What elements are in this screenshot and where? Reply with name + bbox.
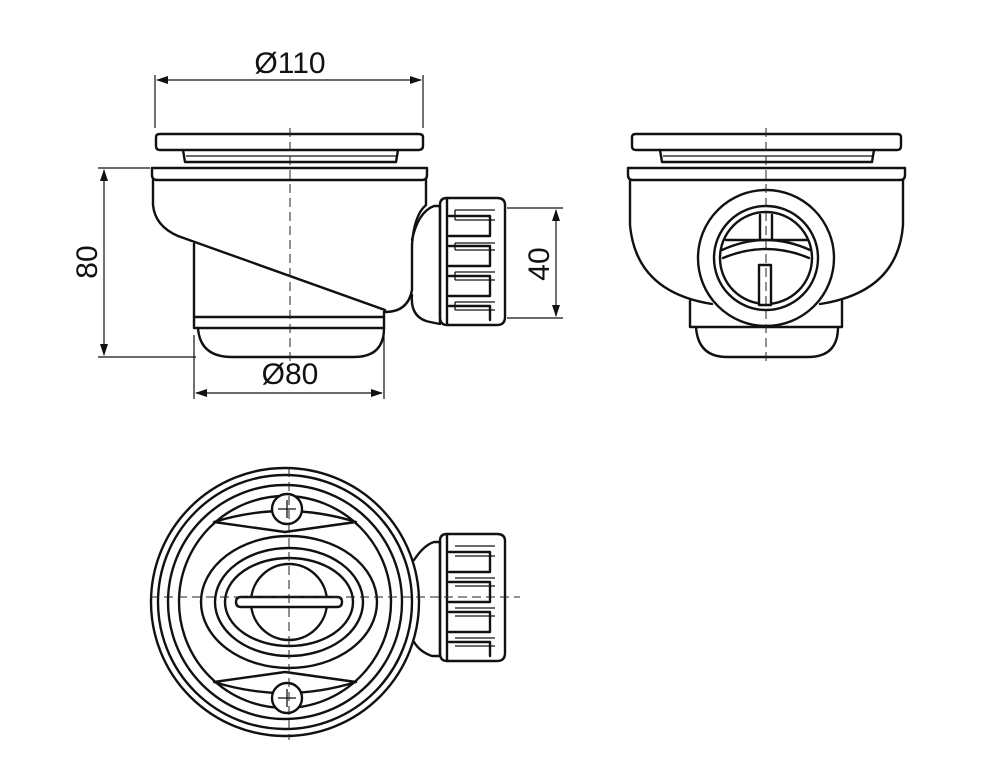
outlet-height-label: 40 xyxy=(523,247,556,280)
dimension-outlet-height: 40 xyxy=(507,207,563,319)
dimension-bottom-diameter: Ø80 xyxy=(193,335,385,399)
top-diameter-label: Ø110 xyxy=(254,47,325,80)
dimension-height: 80 xyxy=(71,167,196,358)
side-view xyxy=(150,128,507,365)
height-label: 80 xyxy=(71,245,104,278)
dimension-top-diameter: Ø110 xyxy=(154,47,424,128)
top-view xyxy=(149,466,520,740)
front-view xyxy=(626,128,907,365)
bottom-diameter-label: Ø80 xyxy=(262,358,319,391)
